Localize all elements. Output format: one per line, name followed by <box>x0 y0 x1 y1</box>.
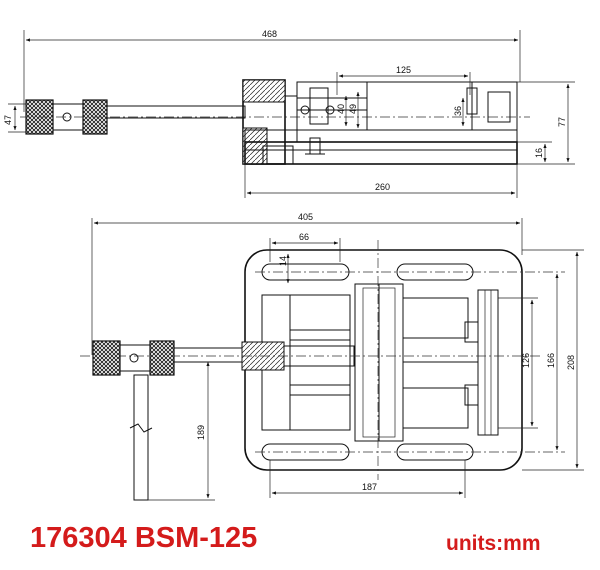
dim-base-width-label: 208 <box>566 355 576 370</box>
dim-side-jaw-height: 40 <box>336 95 348 127</box>
side-handle <box>20 99 530 135</box>
dim-slot-spacing-label: 166 <box>546 353 556 368</box>
top-lead-screw <box>80 240 540 480</box>
dim-side-total-height: 77 <box>517 81 575 165</box>
dim-jaw-height-label: 40 <box>336 104 346 114</box>
dim-base-height-label: 16 <box>534 148 544 158</box>
top-body <box>261 283 499 442</box>
top-handle <box>92 340 175 501</box>
dim-slot-length-label: 66 <box>299 232 309 242</box>
dim-side-jaw-depth: 36 <box>453 97 465 127</box>
dim-side-base-length: 260 <box>244 164 518 198</box>
dim-handle-length-label: 189 <box>196 425 206 440</box>
dim-side-jaw-opening: 49 <box>348 91 360 129</box>
dim-side-handle-height: 47 <box>3 103 26 133</box>
dim-top-inner-width: 126 <box>498 297 538 429</box>
side-base <box>244 141 518 165</box>
dim-top-overall-length: 405 <box>91 212 523 355</box>
top-knurled-grip-left <box>92 340 121 376</box>
dim-top-base-width: 208 <box>522 249 584 471</box>
dim-inner-width-label: 126 <box>521 353 531 368</box>
side-jaw-assembly <box>244 81 518 165</box>
dim-top-slot-spacing: 166 <box>546 273 559 451</box>
dim-overall-length-label: 468 <box>262 29 277 39</box>
top-slots <box>255 263 565 461</box>
dim-side-jaw-width: 125 <box>336 65 471 95</box>
dim-slot-width-label: 14 <box>278 256 288 266</box>
model-title: 176304 BSM-125 <box>30 522 258 554</box>
top-knurled-grip-right <box>149 340 175 376</box>
dim-top-bolt-spacing: 187 <box>269 460 466 498</box>
top-view: 405 66 14 <box>80 212 584 501</box>
dim-handle-height-label: 47 <box>3 115 13 125</box>
units-label: units:mm <box>446 532 541 555</box>
dim-jaw-opening-label: 49 <box>348 104 358 114</box>
dim-top-slot-width: 14 <box>278 253 290 284</box>
dim-jaw-depth-label: 36 <box>453 106 463 116</box>
dim-top-slot-length: 66 <box>269 232 341 262</box>
dim-side-base-height: 16 <box>517 141 552 163</box>
dim-top-overall-length-label: 405 <box>298 212 313 222</box>
dim-bolt-spacing-label: 187 <box>362 482 377 492</box>
dim-total-height-label: 77 <box>557 117 567 127</box>
side-fixed-jaw <box>242 79 298 165</box>
handle-bar <box>133 374 149 501</box>
dim-jaw-width-label: 125 <box>396 65 411 75</box>
fixed-jaw <box>477 289 499 436</box>
dim-side-overall-length: 468 <box>23 29 521 112</box>
side-view: 468 47 <box>3 29 575 198</box>
dim-top-handle-length: 189 <box>148 361 215 501</box>
dim-base-length-label: 260 <box>375 182 390 192</box>
lead-screw <box>106 105 246 119</box>
